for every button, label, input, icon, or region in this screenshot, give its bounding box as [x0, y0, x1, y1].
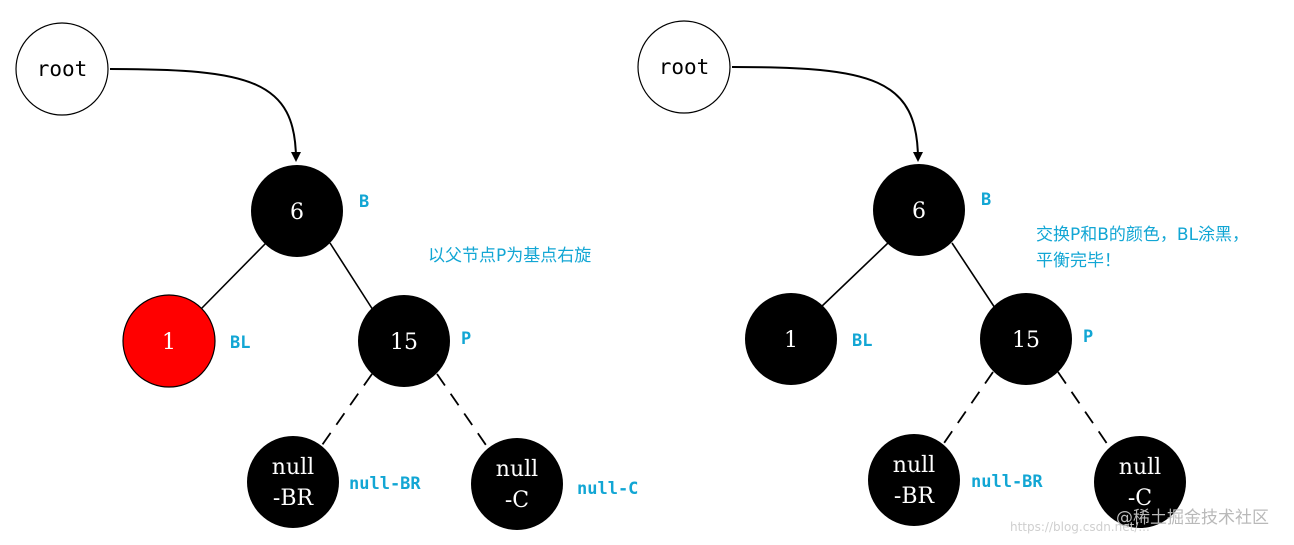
left-node-1: [122, 294, 216, 388]
left-edge-15-nullc: [436, 373, 489, 449]
left-node-null-c-tag: null-C: [577, 479, 638, 499]
left-node-1-tag: BL: [230, 333, 250, 353]
right-node-null-c-line2: -C: [1128, 486, 1152, 511]
left-root-node: [15, 22, 109, 116]
left-note: 以父节点P为基点右旋: [428, 246, 591, 266]
right-node-null-br-line1: null: [893, 453, 935, 478]
left-edge-6-1: [199, 242, 267, 311]
left-diagram: root 6 B 1 BL 15 P null -BR null-BR null…: [15, 22, 638, 530]
watermark-brand: @稀土掘金技术社区: [1116, 508, 1269, 528]
right-edge-6-15: [951, 242, 996, 309]
right-node-1: [745, 293, 837, 385]
left-node-15-label: 15: [390, 330, 418, 355]
right-root-arrow: [731, 66, 923, 162]
right-diagram: root 6 B 1 BL 15 P null -BR null-BR null…: [637, 20, 1249, 528]
right-node-6: [873, 164, 965, 256]
left-node-null-br-line2: -BR: [273, 486, 315, 511]
left-node-15-tag: P: [461, 329, 471, 349]
left-node-15: [358, 295, 450, 387]
right-edge-15-nullbr: [941, 371, 994, 447]
right-root-label: root: [659, 55, 710, 79]
right-node-15-label: 15: [1012, 328, 1040, 353]
left-node-null-c-line2: -C: [505, 488, 529, 513]
right-node-null-c-line1: null: [1119, 455, 1161, 480]
right-node-6-tag: B: [981, 190, 991, 210]
right-node-1-label: 1: [784, 328, 798, 353]
right-node-null-br-tag: null-BR: [971, 472, 1043, 492]
right-node-null-br: [868, 434, 960, 526]
right-edge-6-1: [819, 242, 889, 309]
left-node-null-br-line1: null: [272, 455, 314, 480]
right-node-15: [980, 293, 1072, 385]
left-root-arrow: [109, 68, 301, 162]
right-node-1-tag: BL: [852, 331, 872, 351]
left-node-6-tag: B: [359, 192, 369, 212]
left-node-null-c: [471, 438, 563, 530]
left-node-null-br: [247, 436, 339, 528]
left-edge-6-15: [329, 242, 374, 311]
left-node-6: [251, 165, 343, 257]
right-edge-15-nullc: [1057, 371, 1111, 449]
watermark-url: https://blog.csdn.net/...: [1010, 520, 1150, 534]
left-node-6-label: 6: [290, 200, 304, 225]
left-root-label: root: [37, 57, 88, 81]
left-node-1-label: 1: [162, 330, 176, 355]
right-node-null-c: [1094, 436, 1186, 528]
right-note-line2: 平衡完毕！: [1036, 251, 1121, 271]
right-node-null-br-line2: -BR: [894, 484, 936, 509]
right-node-6-label: 6: [912, 199, 926, 224]
right-root-node: [637, 20, 731, 114]
left-node-null-br-tag: null-BR: [349, 474, 421, 494]
left-edge-15-nullbr: [319, 373, 373, 449]
left-node-null-c-line1: null: [496, 457, 538, 482]
right-node-15-tag: P: [1083, 327, 1093, 347]
right-note-line1: 交换P和B的颜色，BL涂黑，: [1036, 225, 1249, 245]
